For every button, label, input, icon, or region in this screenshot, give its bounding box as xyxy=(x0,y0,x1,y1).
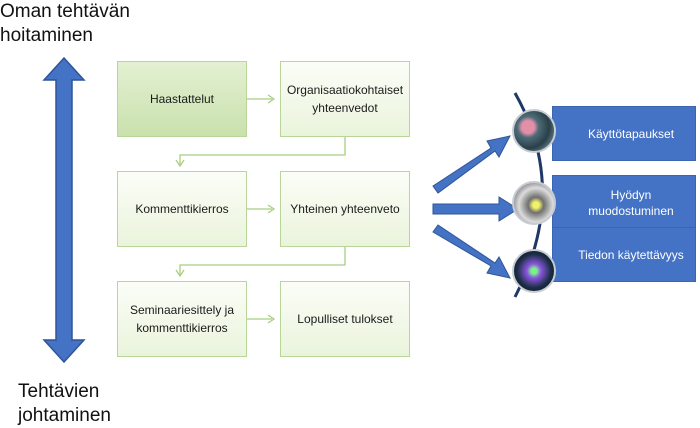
vertical-double-arrow xyxy=(42,56,86,364)
box-comment-round: Kommenttikierros xyxy=(117,171,247,247)
box-final-results: Lopulliset tulokset xyxy=(280,281,410,357)
box-seminar-presentation: Seminaariesittely ja kommenttikierros xyxy=(117,281,247,357)
arrow-to-use-cases xyxy=(432,135,511,194)
arrow-to-benefit xyxy=(432,196,519,222)
point-cloud-thumbnail-icon xyxy=(512,249,556,293)
outcome-benefit-formation: Hyödyn muodostuminen xyxy=(552,175,696,230)
map-thumbnail-icon xyxy=(512,181,556,225)
top-axis-label: Oman tehtävän hoitaminen xyxy=(0,1,130,46)
box-interviews: Haastattelut xyxy=(117,61,247,137)
bottom-axis-label: Tehtävien johtaminen xyxy=(18,381,111,426)
box-organization-summaries: Organisaatiokohtaiset yhteenvedot xyxy=(280,61,410,137)
aerial-photo-thumbnail-icon xyxy=(512,109,556,153)
flow-connectors xyxy=(175,94,346,324)
outcome-data-usability: Tiedon käytettävyys xyxy=(552,227,696,282)
box-joint-summary: Yhteinen yhteenveto xyxy=(280,171,410,247)
outcome-use-cases: Käyttötapaukset xyxy=(552,106,696,161)
arrow-to-usability xyxy=(432,224,511,279)
